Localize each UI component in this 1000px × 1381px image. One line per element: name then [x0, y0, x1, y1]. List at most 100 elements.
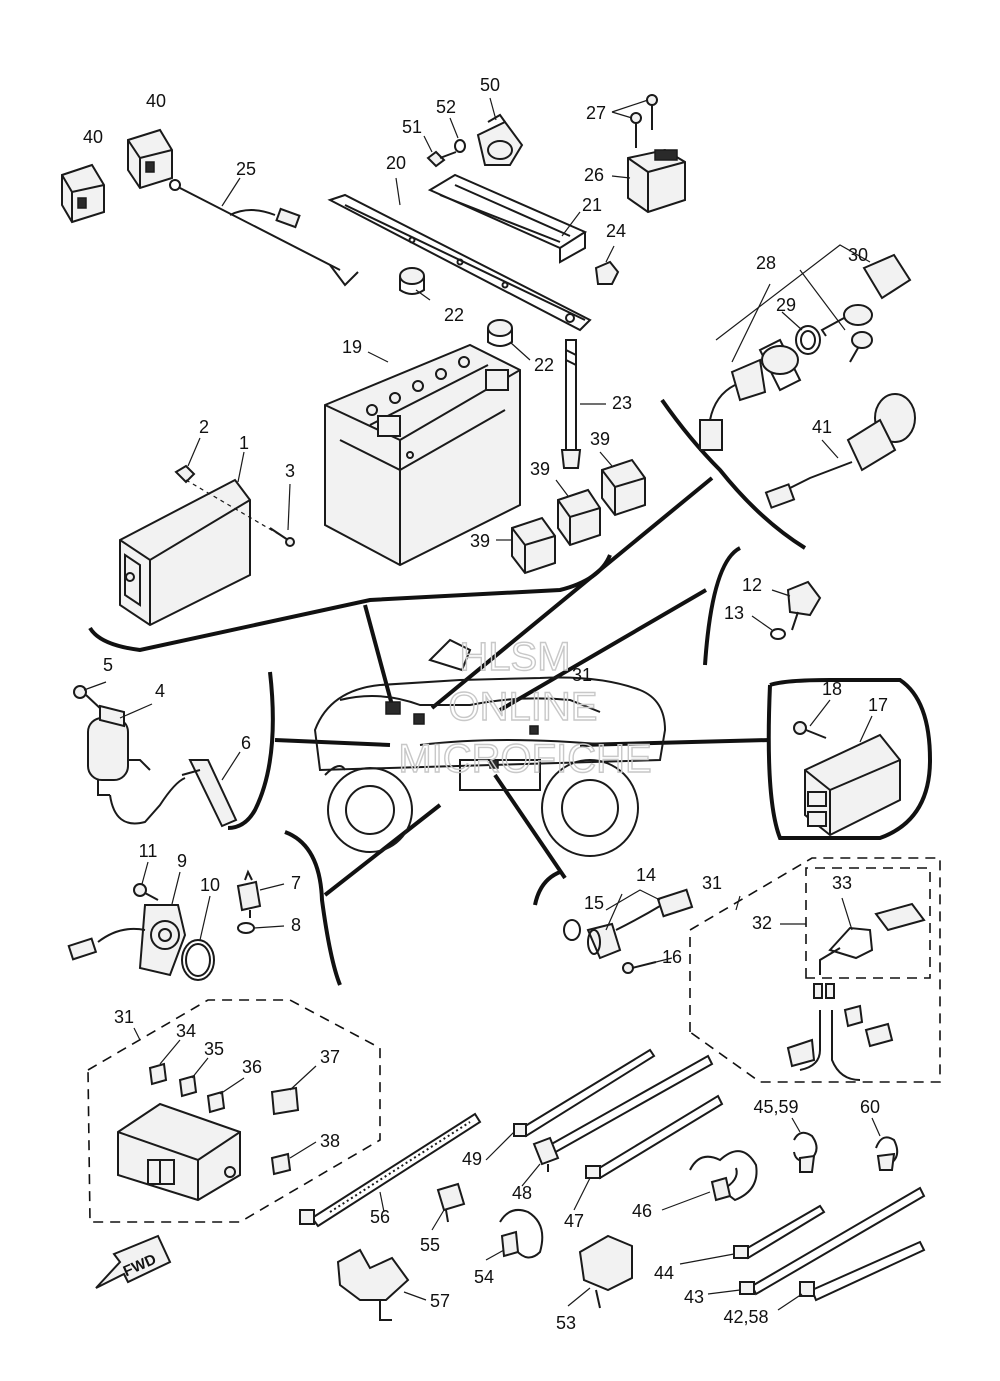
callout: 55 [420, 1235, 440, 1255]
harness-detail-right [689, 857, 941, 1083]
callout: 39 [590, 429, 610, 449]
watermark: HLSM ONLINE MICROFICHE [398, 634, 653, 781]
callout: 6 [241, 733, 251, 753]
battery-band-20 [327, 193, 592, 332]
callout: 53 [556, 1313, 576, 1333]
callout: 22 [534, 355, 554, 375]
nut-24 [594, 260, 620, 285]
callout: 5 [103, 655, 113, 675]
callout: 39 [530, 459, 550, 479]
cable-tie-44 [733, 1204, 826, 1260]
bolt-16 [622, 961, 657, 974]
battery-19 [324, 343, 521, 567]
cable-tie-43 [739, 1186, 926, 1296]
callout: 16 [662, 947, 682, 967]
callout: 40 [83, 127, 103, 147]
callout: 42,58 [723, 1307, 768, 1327]
main-switch-28 [699, 338, 802, 451]
vehicle-leader-lines [274, 476, 771, 897]
starter-switch-50 [476, 113, 524, 166]
fwd-arrow-icon: FWD [95, 1234, 172, 1289]
callout: 51 [402, 117, 422, 137]
callout: 39 [470, 531, 490, 551]
damper-22-b [487, 319, 513, 347]
callout: 47 [564, 1211, 584, 1231]
callout: 14 [636, 865, 656, 885]
callout: 7 [291, 873, 301, 893]
callout: 13 [724, 603, 744, 623]
clamp-46 [689, 1150, 758, 1202]
callout: 50 [480, 75, 500, 95]
plug-cap-6 [109, 759, 238, 828]
callout: 28 [756, 253, 776, 273]
dc-socket-41 [764, 393, 916, 509]
clip-45-59 [793, 1131, 818, 1173]
relay-39-c [511, 516, 556, 575]
callout: 17 [868, 695, 888, 715]
o-ring-10 [181, 939, 215, 981]
callout: 24 [606, 221, 626, 241]
starter-relay-26 [627, 148, 686, 214]
callout: 44 [654, 1263, 674, 1283]
cable-tie-56 [299, 1112, 482, 1228]
callout: 46 [632, 1201, 652, 1221]
damper-22-a [399, 267, 425, 295]
callout: 48 [512, 1183, 532, 1203]
callout: 1 [239, 433, 249, 453]
callout: 9 [177, 851, 187, 871]
battery-cover-21 [427, 173, 588, 264]
callout: 4 [155, 681, 165, 701]
callout: 19 [342, 337, 362, 357]
callout: 18 [822, 679, 842, 699]
callout: 12 [742, 575, 762, 595]
atv-vehicle [313, 638, 667, 857]
relay-40-b [61, 163, 105, 224]
callout: 31 [702, 873, 722, 893]
keys-30 [820, 253, 912, 363]
callout: 34 [176, 1021, 196, 1041]
rectifier-17 [804, 733, 901, 837]
callout: 52 [436, 97, 456, 117]
switch-7 [236, 869, 262, 918]
callout: 43 [684, 1287, 704, 1307]
callout: 32 [752, 913, 772, 933]
callout: 54 [474, 1267, 494, 1287]
callout: 36 [242, 1057, 262, 1077]
washer-52 [454, 139, 466, 153]
bolts-27 [630, 94, 658, 148]
callout: 60 [860, 1097, 880, 1117]
sensor-9 [67, 904, 187, 977]
ring-nut-29 [795, 325, 821, 355]
washer-8 [237, 922, 255, 934]
watermark-line-3: MICROFICHE [398, 737, 651, 781]
cable-tie-48 [532, 1054, 714, 1172]
bolt-23 [560, 339, 582, 469]
ecu-1 [119, 478, 281, 627]
callout: 8 [291, 915, 301, 935]
callout: 40 [146, 91, 166, 111]
clamp-54 [499, 1209, 544, 1259]
cable-tie-49 [513, 1048, 656, 1138]
callout: 33 [832, 873, 852, 893]
callout: 26 [584, 165, 604, 185]
fuse-box-detail [87, 999, 381, 1223]
callout: 57 [430, 1291, 450, 1311]
relay-39-b [557, 488, 601, 547]
callout: 29 [776, 295, 796, 315]
sensor-12 [786, 580, 822, 631]
bolt-18 [793, 721, 827, 739]
watermark-line-2: ONLINE [449, 685, 598, 729]
callout: 38 [320, 1131, 340, 1151]
callout: 23 [612, 393, 632, 413]
clamp-57 [336, 1248, 410, 1321]
callout: 15 [584, 893, 604, 913]
callout: 31 [114, 1007, 134, 1027]
battery-cable-25 [169, 179, 359, 287]
callout: 31 [572, 665, 592, 685]
callout: 10 [200, 875, 220, 895]
clip-55 [436, 1182, 466, 1223]
screw-3 [269, 527, 295, 547]
o-ring-15 [563, 919, 581, 941]
relay-39-a [601, 458, 646, 517]
